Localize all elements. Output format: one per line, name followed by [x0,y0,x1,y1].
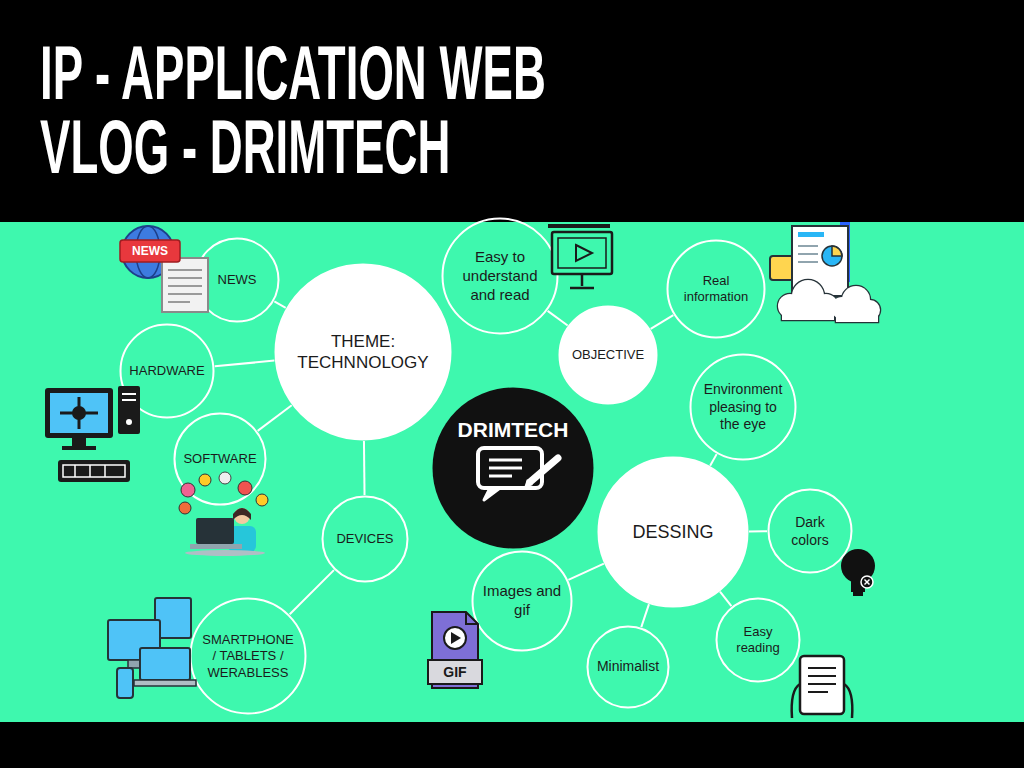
connector-line [274,301,285,308]
circle-shape [560,307,657,404]
topic-circle: NEWS [194,237,280,323]
footer-band [0,722,1024,768]
node-text: THEME: TECHNNOLOGY [293,331,433,374]
node-text: DESSING [632,521,713,544]
text-group: HARDWARE [129,363,204,379]
topic-circle: DEVICES [321,495,409,583]
circle-shape [668,241,765,338]
text-group: Minimalist [597,658,659,676]
connector-line [363,441,366,495]
design-item-circle: Images and gif [471,550,573,652]
ereader-icon [792,656,853,718]
connector-line [548,311,568,326]
node-text: Dark colors [783,514,838,549]
text-group: NEWS [218,272,257,288]
lightbulb-icon [841,549,875,596]
documents-icon [770,222,880,322]
circle-shape [276,265,451,440]
text-group: Images and gif [481,582,563,620]
circle-outline [274,263,452,441]
title-block: IP - APPLICATION WEB VLOG - DRIMTECH [40,36,604,184]
design-circle: DESSING [597,456,749,608]
text-group: SOFTWARE [183,451,256,467]
node-text: Easy reading [731,624,786,657]
circle-shape [473,552,572,651]
gif-file-icon [428,612,482,688]
circle-shape [323,497,408,582]
software-icon [179,472,268,556]
text-group: THEME: TECHNNOLOGY [293,331,433,374]
topic-circle: SOFTWARE [173,412,267,506]
topic-circle: HARDWARE [119,323,215,419]
icon-format-text: GIF [443,664,466,681]
text-group: Easy reading [731,624,786,657]
node-text: OBJECTIVE [572,347,644,363]
connector-line [651,315,674,329]
header-band [0,0,1024,222]
chat-bubble-icon [478,448,558,500]
node-text: Minimalist [597,658,659,676]
theme-circle: THEME: TECHNNOLOGY [274,263,452,441]
node-text: HARDWARE [129,363,204,379]
text-group: OBJECTIVE [572,347,644,363]
hardware-icon [45,386,140,482]
circle-shape [769,490,852,573]
text-group: SMARTPHONE / TABLETS / WERABLESS [200,632,296,681]
connector-line [720,592,731,606]
circle-shape [588,627,669,708]
text-group: Dark colors [783,514,838,549]
node-text: NEWS [218,272,257,288]
circle-shape [691,355,796,460]
design-item-circle: Easy reading [715,597,801,683]
page-title: IP - APPLICATION WEB VLOG - DRIMTECH [40,36,604,184]
text-group: Easy to understand and read [455,248,545,304]
green-ground [0,222,1024,722]
circle-shape [599,458,748,607]
circle-shape [121,325,214,418]
connector-line [215,361,275,367]
node-text: DRIMTECH [458,417,569,443]
hub-circle: DRIMTECH [431,386,595,550]
text-group: DRIMTECH [458,417,569,443]
design-item-circle: Dark colors [767,488,853,574]
connector-line [749,530,767,532]
circle-shape [443,219,558,334]
video-screen-icon [548,224,612,288]
news-icon [120,226,208,312]
node-text: SMARTPHONE / TABLETS / WERABLESS [200,632,296,681]
topic-circle: SMARTPHONE / TABLETS / WERABLESS [189,597,307,715]
text-group: Environment pleasing to the eye [702,381,784,434]
node-text: Images and gif [481,582,563,620]
circle-outline [431,386,595,550]
devices-icon [108,598,196,698]
connector-line [290,570,334,614]
node-text: DEVICES [336,531,393,547]
objective-item-circle: Easy to understand and read [441,217,559,335]
design-item-circle: Minimalist [586,625,670,709]
circle-shape [175,414,266,505]
node-text: Real information [679,273,754,306]
design-item-circle: Environment pleasing to the eye [689,353,797,461]
node-text: Environment pleasing to the eye [702,381,784,434]
text-group: DESSING [632,521,713,544]
node-text: SOFTWARE [183,451,256,467]
connector-line [568,564,603,580]
objective-item-circle: Real information [666,239,766,339]
circle-shape [196,239,279,322]
objective-circle: OBJECTIVE [558,305,658,405]
text-group: Real information [679,273,754,306]
connector-line [258,405,292,431]
text-group: DEVICES [336,531,393,547]
icon-banner-text: NEWS [132,244,168,258]
circle-shape [433,388,594,549]
node-text: Easy to understand and read [455,248,545,304]
circle-shape [717,599,800,682]
circle-shape [191,599,306,714]
connector-line [641,604,649,627]
connector-line [710,454,716,466]
